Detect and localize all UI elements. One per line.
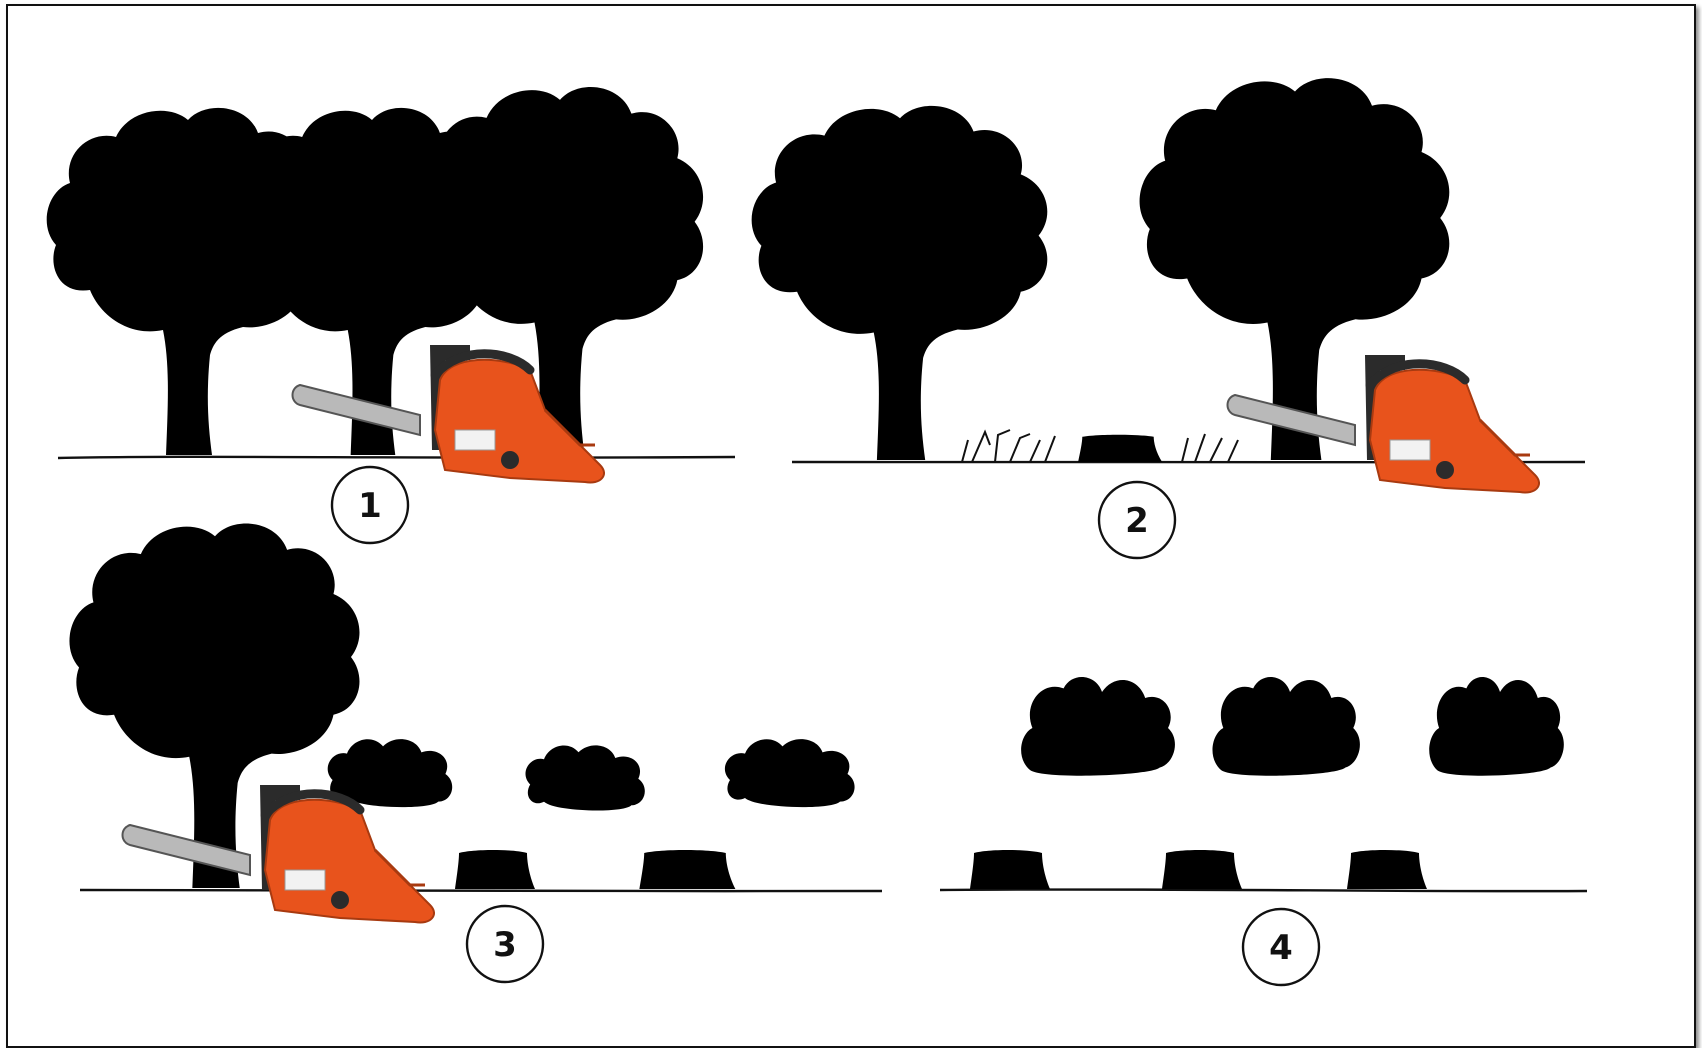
- tree-stump: [455, 850, 535, 889]
- tree-stump: [1162, 850, 1242, 889]
- stage-number: 4: [1269, 928, 1293, 968]
- panel-4: 4: [940, 677, 1587, 985]
- stage-number-badge: 3: [467, 906, 543, 982]
- tree-stump: [1078, 435, 1162, 462]
- stage-number: 1: [358, 486, 382, 526]
- regrown-tree-cluster: [1429, 677, 1564, 890]
- regrown-tree-cluster: [1021, 677, 1175, 890]
- mature-tree: [752, 106, 1048, 460]
- stage-number-badge: 4: [1243, 909, 1319, 985]
- stage-number: 3: [493, 925, 517, 965]
- stage-number-badge: 2: [1099, 482, 1175, 558]
- stage-number-badge: 1: [332, 467, 408, 543]
- young-tree-cluster: [725, 739, 855, 888]
- young-tree-cluster: [525, 745, 644, 888]
- panel-3: 3: [69, 524, 882, 982]
- tree-stump: [639, 850, 735, 889]
- stage-number: 2: [1125, 501, 1149, 541]
- ground-line: [80, 889, 882, 891]
- ground-line: [940, 889, 1587, 891]
- ground-line: [58, 457, 735, 458]
- tree-stump: [1347, 850, 1427, 889]
- panel-1: 1: [47, 87, 735, 543]
- regrown-tree-cluster: [1212, 677, 1359, 890]
- tree-stump: [970, 850, 1050, 889]
- panel-2: 2: [752, 78, 1585, 558]
